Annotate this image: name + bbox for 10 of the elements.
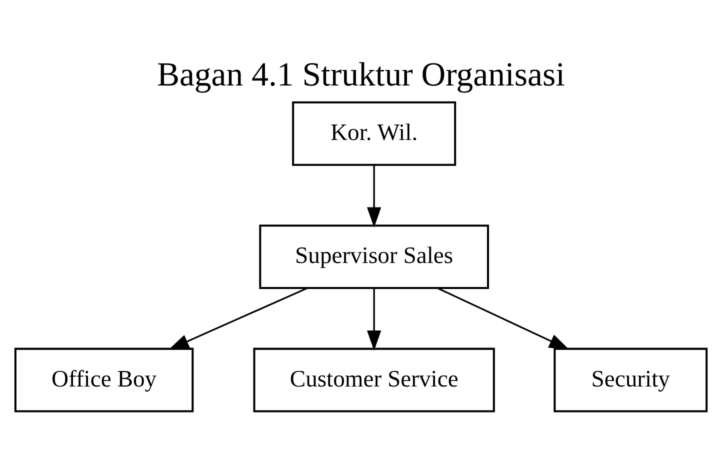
arrow: [437, 287, 570, 350]
node-box: Supervisor Sales: [259, 224, 490, 290]
node-box: Security: [554, 348, 708, 412]
diagram-title: Bagan 4.1 Struktur Organisasi: [156, 56, 566, 94]
node-box: Customer Service: [253, 348, 495, 412]
arrow: [366, 288, 382, 351]
node-box: Office Boy: [14, 348, 194, 412]
node-box: Kor. Wil.: [292, 101, 456, 166]
arrow: [366, 164, 382, 228]
arrow: [168, 287, 308, 350]
